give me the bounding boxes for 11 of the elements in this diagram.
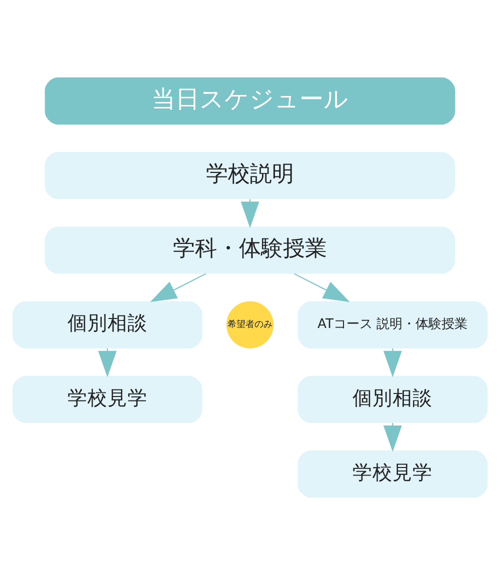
node-box: 学校説明 xyxy=(44,152,456,200)
node-box: 学校見学 xyxy=(12,376,202,423)
node-box: ATコース 説明・体験授業 xyxy=(298,301,488,348)
node-box: 個別相談 xyxy=(298,376,488,423)
node-box: 個別相談 xyxy=(12,301,202,348)
node-box: 学校見学 xyxy=(298,450,488,498)
node-box: 当日スケジュール xyxy=(44,77,456,125)
arrow xyxy=(294,273,350,302)
node-box: 学科・体験授業 xyxy=(44,226,456,274)
node-circle: 希望者のみ xyxy=(226,301,274,348)
arrow xyxy=(150,273,206,302)
